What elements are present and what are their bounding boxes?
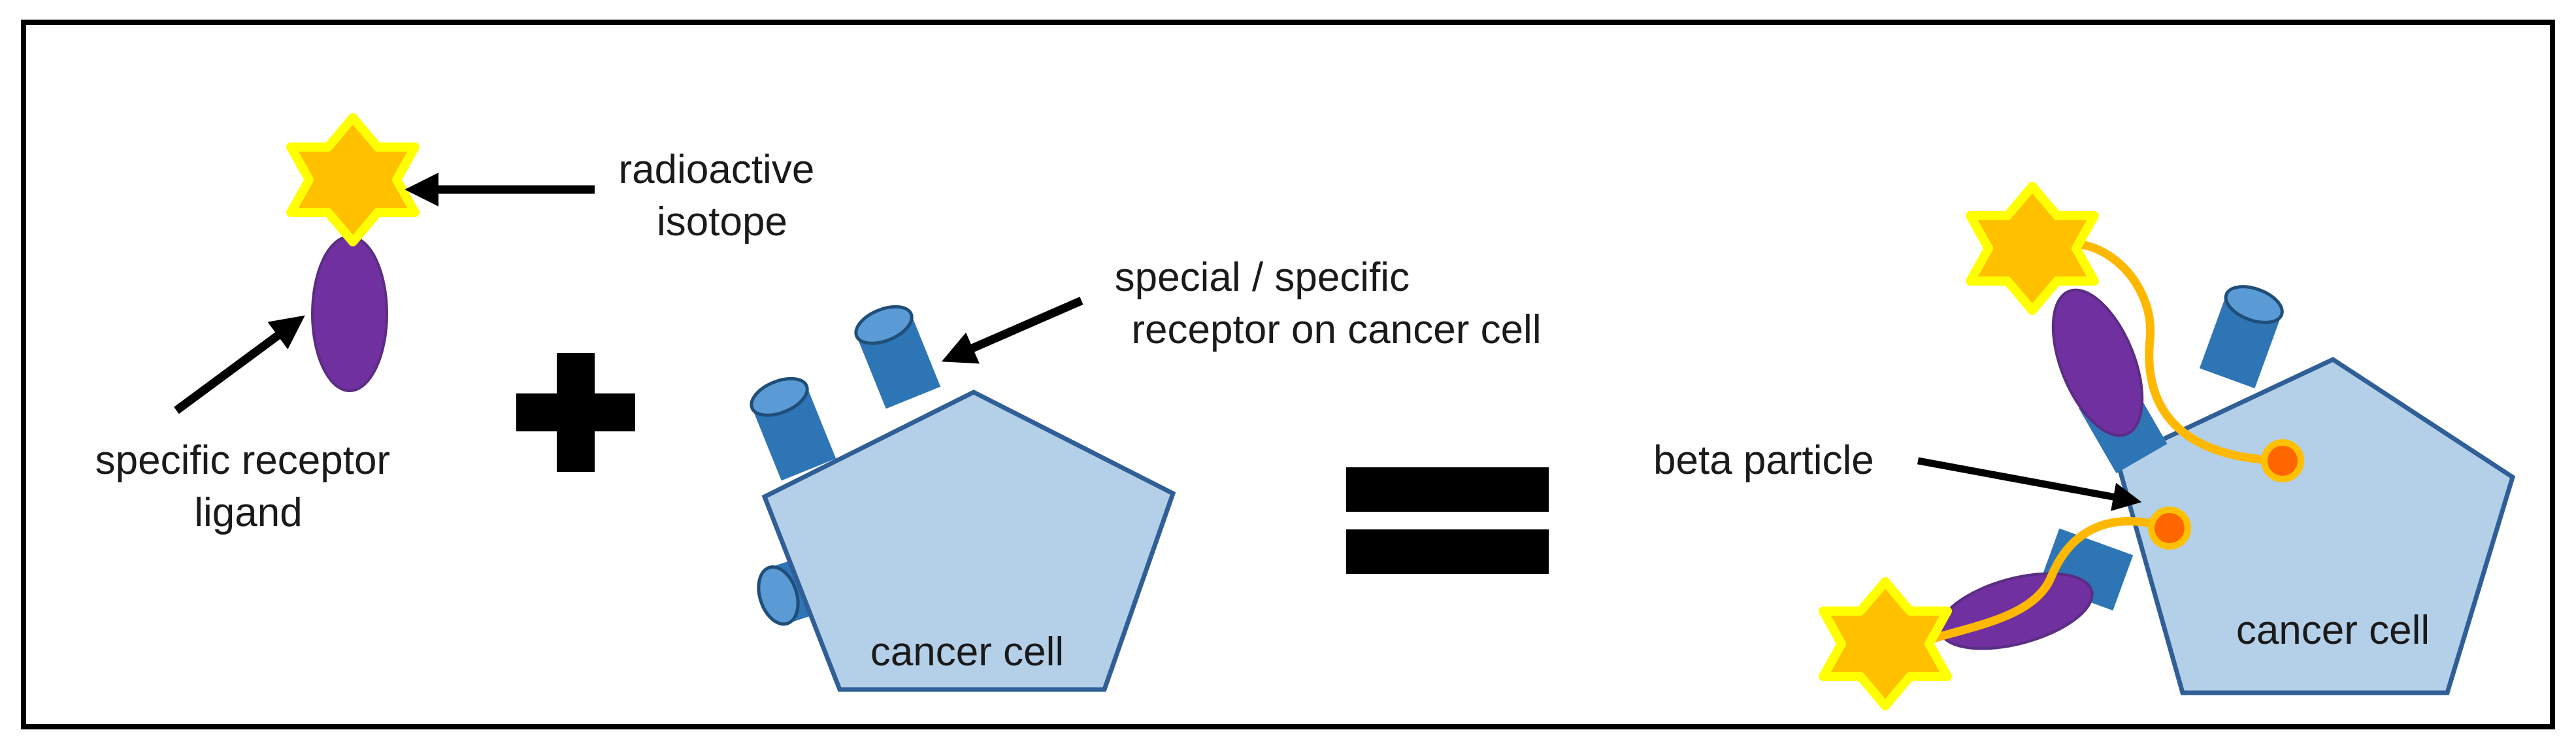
beta-particle-label: beta particle bbox=[1653, 438, 1874, 483]
radioactive-isotope-star-icon bbox=[286, 113, 420, 246]
cancer-cell-left bbox=[761, 390, 1176, 692]
svg-text:special / specific recepto: special / specific receptor on cancer ce… bbox=[1115, 255, 1542, 352]
isotope-label-line2: isotope bbox=[657, 199, 787, 244]
receptor-top-left bbox=[750, 376, 836, 481]
receptor-label-line1: special / specific bbox=[1115, 255, 1410, 300]
receptor-top-right bbox=[854, 305, 941, 409]
beta-particle-arrow bbox=[1917, 457, 2142, 511]
radioactive-isotope-star-bottom-icon bbox=[1819, 577, 1952, 710]
ligand-molecule bbox=[311, 235, 388, 392]
ligand-arrow bbox=[174, 315, 305, 414]
receptor-arrow bbox=[941, 297, 1083, 364]
equals-sign-icon bbox=[1346, 467, 1549, 574]
beta-particle-bottom bbox=[2148, 507, 2191, 550]
svg-text:specific receptor ligand: specific receptor ligand bbox=[95, 438, 402, 535]
cancer-cell-right-label: cancer cell bbox=[2236, 608, 2430, 653]
ligand-bound-top bbox=[2051, 288, 2144, 437]
beta-path-bottom bbox=[1891, 517, 2174, 658]
receptor-label-line2: receptor on cancer cell bbox=[1131, 307, 1541, 352]
cancer-cell-right bbox=[2114, 357, 2516, 695]
plus-sign-icon bbox=[516, 353, 635, 472]
isotope-label-line1: radioactive bbox=[618, 147, 814, 192]
cancer-cell-left-label: cancer cell bbox=[870, 629, 1064, 674]
beta-path-top bbox=[2028, 239, 2287, 465]
svg-text:radioactive isotope: radioactive isotope bbox=[618, 147, 825, 244]
beta-particle-top bbox=[2261, 439, 2304, 482]
ligand-label-line1: specific receptor bbox=[95, 438, 390, 483]
radioactive-isotope-star-top-icon bbox=[1966, 182, 2099, 315]
receptor-right-upper bbox=[2199, 285, 2284, 389]
ligand-label-line2: ligand bbox=[194, 490, 302, 535]
